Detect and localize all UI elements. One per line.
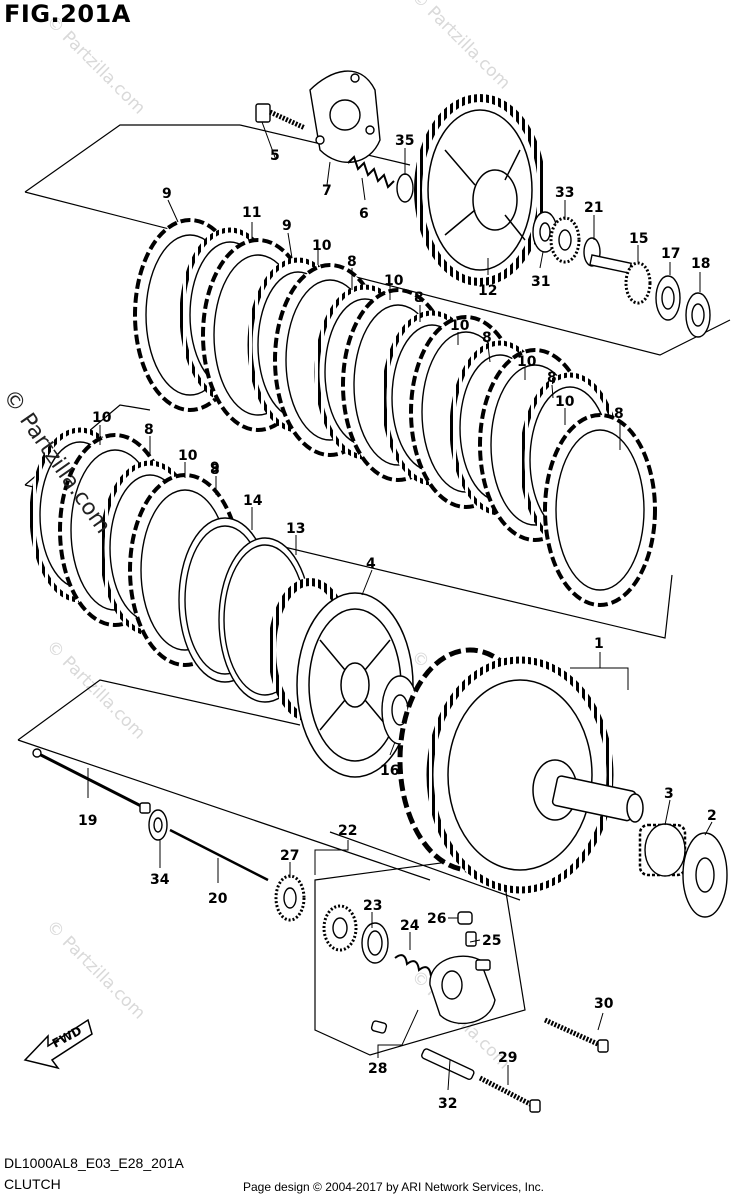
callout: 17 <box>661 246 680 262</box>
page-credit: Page design © 2004-2017 by ARI Network S… <box>243 1180 545 1194</box>
callout: 27 <box>280 848 299 864</box>
washer-17 <box>655 275 681 321</box>
callout: 11 <box>242 205 261 221</box>
callout: 10 <box>312 238 332 254</box>
callout: 33 <box>555 185 574 201</box>
leader-lines <box>87 121 713 1091</box>
needle-bearing-3 <box>638 823 687 877</box>
group-name: CLUTCH <box>4 1176 61 1192</box>
callout: 8 <box>614 406 624 422</box>
pushrod-19 <box>32 748 151 814</box>
callout: 8 <box>210 462 220 478</box>
bleeder-25 <box>465 931 477 947</box>
model-code: DL1000AL8_E03_E28_201A <box>4 1155 184 1171</box>
callout: 16 <box>380 763 399 779</box>
callout: 19 <box>78 813 97 829</box>
clutch-housing <box>397 647 644 894</box>
callout: 25 <box>482 933 501 949</box>
callout: 28 <box>368 1061 387 1077</box>
callout: 9 <box>162 186 172 202</box>
callout: 7 <box>322 183 332 199</box>
spring-6 <box>347 155 395 189</box>
callout: 6 <box>359 206 369 222</box>
bearing-27 <box>274 874 306 922</box>
bolt-5 <box>255 103 307 131</box>
washer-2 <box>682 832 728 918</box>
bearing-33 <box>549 216 581 264</box>
washer-18 <box>685 292 711 338</box>
sleeve-hub <box>268 578 414 778</box>
callout: 30 <box>594 996 614 1012</box>
callout: 29 <box>498 1050 517 1066</box>
callout: 35 <box>395 133 414 149</box>
callout: 26 <box>427 911 446 927</box>
callout: 9 <box>210 460 220 476</box>
figure-title: FIG.201A <box>4 0 131 28</box>
cap-26 <box>457 911 473 925</box>
callout: 23 <box>363 898 382 914</box>
upper-plate-stack <box>133 218 657 607</box>
push-piece-21 <box>583 237 632 274</box>
callout: 15 <box>629 231 648 247</box>
callout: 4 <box>366 556 376 572</box>
callout: 3 <box>664 786 674 802</box>
spring-24 <box>394 954 432 977</box>
callout: 8 <box>482 330 492 346</box>
callout: 10 <box>92 410 112 426</box>
callout: 10 <box>517 354 537 370</box>
callout: 13 <box>286 521 305 537</box>
seal-34 <box>148 809 168 841</box>
bolt-29 <box>478 1075 541 1113</box>
callout: 10 <box>384 273 404 289</box>
callout: 8 <box>347 254 357 270</box>
callout: 10 <box>555 394 575 410</box>
callout: 5 <box>270 148 280 164</box>
pushrod-20 <box>169 828 269 882</box>
callout: 9 <box>282 218 292 234</box>
callout: 24 <box>400 918 420 934</box>
callout: 20 <box>208 891 228 907</box>
callout: 1 <box>594 636 604 652</box>
slave-cylinder <box>429 955 496 1025</box>
callout-labels: 1 2 3 4 5 6 7 8 8 8 8 8 8 8 9 9 9 10 10 … <box>78 133 717 1112</box>
release-bearing <box>322 904 358 952</box>
bearing-15 <box>624 261 652 305</box>
pressure-plate <box>414 94 546 286</box>
callout: 8 <box>144 422 154 438</box>
drive-plate-8e <box>543 413 657 607</box>
bolt-30 <box>543 1017 609 1053</box>
callout: 8 <box>414 290 424 306</box>
washer-35 <box>396 173 414 203</box>
dowel-28 <box>370 1020 388 1034</box>
fwd-arrow: FWD <box>23 1018 93 1070</box>
callout: 32 <box>438 1096 457 1112</box>
pin-32 <box>421 1048 475 1081</box>
callout: 34 <box>150 872 170 888</box>
callout: 12 <box>478 283 497 299</box>
spring-plate-7 <box>309 70 381 164</box>
callout: 14 <box>243 493 263 509</box>
callout: 18 <box>691 256 710 272</box>
callout: 8 <box>547 370 557 386</box>
callout: 2 <box>707 808 717 824</box>
callout: 21 <box>584 200 603 216</box>
callout: 10 <box>178 448 198 464</box>
ring-23 <box>361 922 389 964</box>
callout: 22 <box>338 823 357 839</box>
callout: 10 <box>450 318 470 334</box>
callout: 31 <box>531 274 550 290</box>
